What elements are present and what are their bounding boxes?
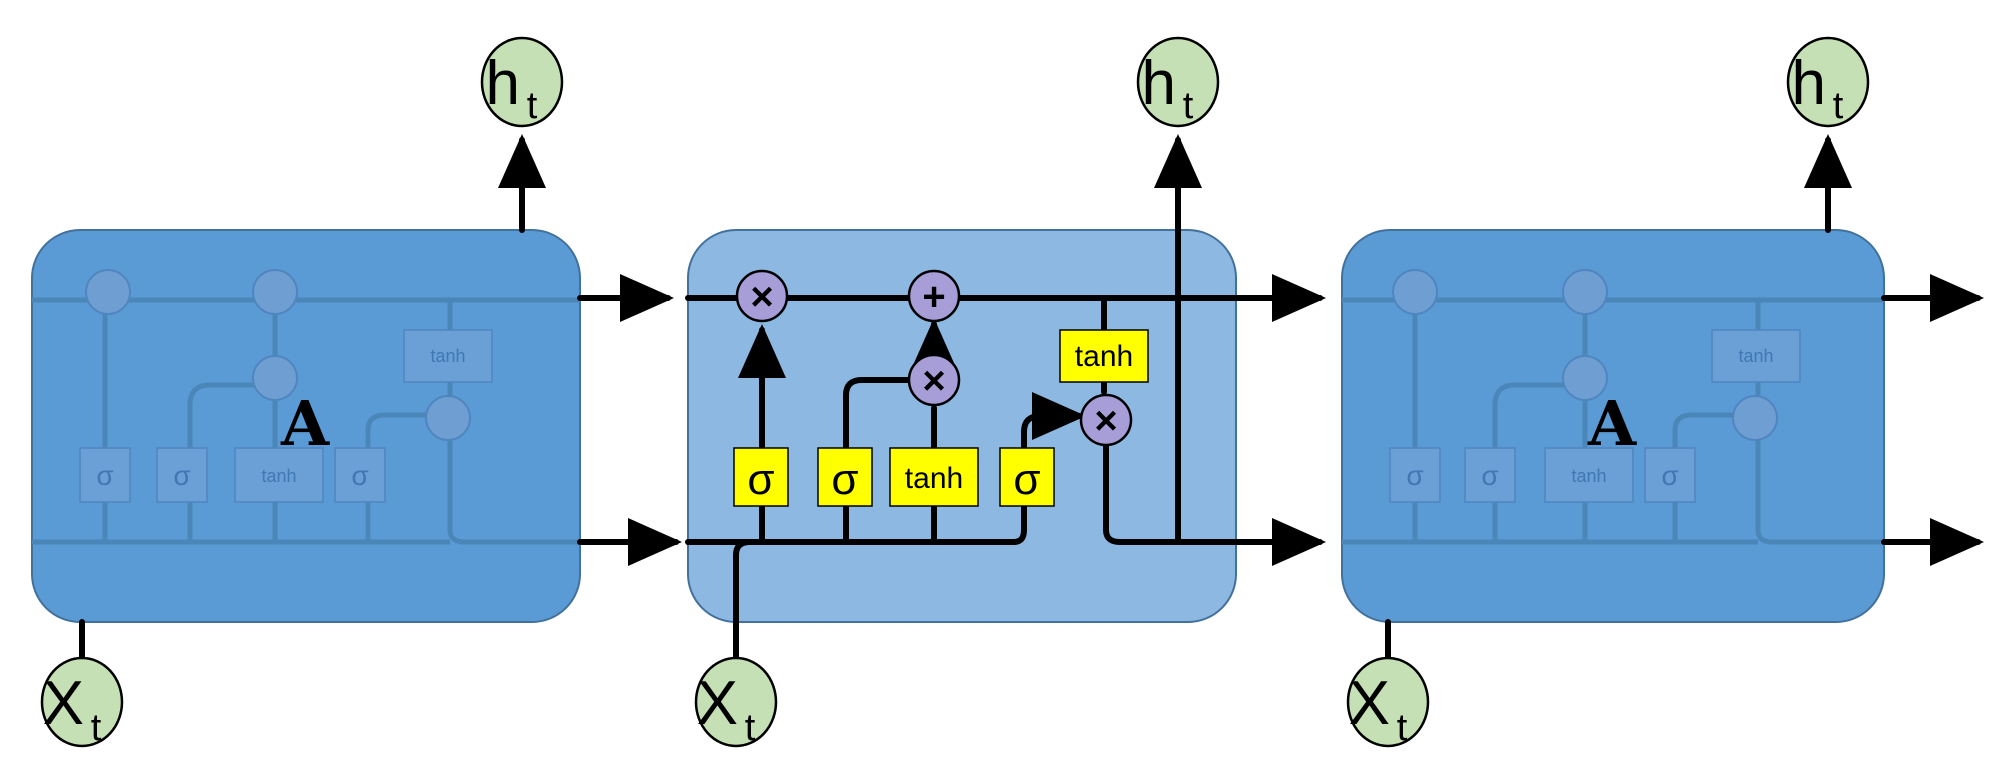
right-input-x: X — [1349, 669, 1390, 738]
center-output-h: h — [1142, 49, 1176, 118]
right-output-node: h t — [1786, 36, 1870, 128]
output-gate-box — [999, 447, 1055, 507]
input-gate-stem — [843, 377, 913, 545]
left-faint-tanh-1: tanh — [261, 466, 296, 486]
left-faint-tanh-2: tanh — [430, 346, 465, 366]
right-faint-tanh-2: tanh — [1738, 346, 1773, 366]
left-faint-sigma-3: σ — [351, 460, 368, 491]
center-lstm-cell: × + × × σ σ tanh σ tanh — [685, 134, 1326, 665]
forget-gate-box — [733, 447, 789, 507]
center-cell-box — [687, 229, 1237, 623]
output-multiply-op — [1079, 393, 1133, 447]
left-lstm-cell: σ σ tanh σ tanh A — [31, 229, 581, 623]
right-faint-sigma-3: σ — [1661, 460, 1678, 491]
output-to-hidden-line — [1103, 443, 1326, 566]
left-cell-label: A — [280, 387, 330, 460]
left-input-t: t — [91, 707, 102, 749]
center-input-wire — [733, 539, 753, 665]
forget-multiply-symbol: × — [750, 275, 773, 319]
center-input-t: t — [745, 707, 756, 749]
right-input-node: X t — [1346, 656, 1430, 749]
input-gate-sigma: σ — [831, 455, 858, 504]
left-input-node: X t — [40, 656, 124, 749]
center-input-x: X — [697, 669, 738, 738]
input-multiply-op — [907, 353, 961, 407]
center-output-node: h t — [1136, 36, 1220, 128]
left-faint-sigma-2: σ — [173, 460, 190, 491]
center-output-t: t — [1183, 85, 1194, 127]
cell-tanh-label: tanh — [1075, 340, 1133, 373]
hidden-to-output-gate — [1011, 392, 1086, 545]
right-cell-faint-internals: σ σ tanh σ tanh — [1342, 269, 1884, 545]
right-faint-tanh-1: tanh — [1571, 466, 1606, 486]
left-input-x: X — [43, 669, 84, 738]
add-symbol: + — [922, 275, 945, 319]
cell-tanh-box — [1059, 329, 1149, 383]
right-cell-label: A — [1587, 387, 1637, 460]
right-input-t: t — [1397, 707, 1408, 749]
left-output-t: t — [527, 85, 538, 127]
forget-gate-sigma: σ — [747, 455, 774, 504]
input-gate-box — [817, 447, 873, 507]
right-lstm-cell: σ σ tanh σ tanh A — [1341, 229, 1885, 623]
left-faint-sigma-1: σ — [96, 460, 113, 491]
left-cell-box — [31, 229, 581, 623]
add-op — [907, 269, 961, 323]
output-gate-sigma: σ — [1013, 455, 1040, 504]
right-output-h: h — [1792, 49, 1826, 118]
candidate-tanh-box — [889, 447, 979, 507]
left-output-h: h — [486, 49, 520, 118]
candidate-tanh-label: tanh — [905, 462, 963, 495]
right-faint-sigma-1: σ — [1406, 460, 1423, 491]
right-output-t: t — [1833, 85, 1844, 127]
input-multiply-symbol: × — [922, 359, 945, 403]
left-cell-faint-internals: σ σ tanh σ tanh — [32, 269, 580, 545]
right-faint-sigma-2: σ — [1481, 460, 1498, 491]
left-output-node: h t — [480, 36, 564, 128]
output-multiply-symbol: × — [1094, 399, 1117, 443]
right-cell-box — [1341, 229, 1885, 623]
center-input-node: X t — [694, 656, 778, 749]
forget-multiply-op — [735, 269, 789, 323]
